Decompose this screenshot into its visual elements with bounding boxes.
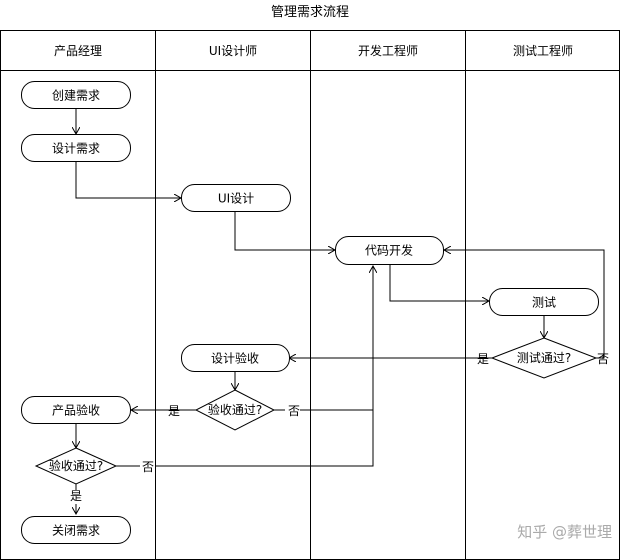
edge-label-lines: [75, 357, 492, 490]
label-design-accept-yes: 是: [168, 404, 180, 418]
node-test: 测试: [489, 288, 599, 316]
node-design-acceptance: 设计验收: [181, 344, 290, 372]
node-code-development: 代码开发: [335, 236, 444, 265]
diagram-title: 管理需求流程: [271, 5, 349, 20]
label-design-accept-no: 否: [288, 404, 300, 418]
lane-header-tester: 测试工程师: [513, 43, 573, 58]
node-create-requirement: 创建需求: [21, 81, 131, 109]
arrow-accept2-fail-to-code-dev: [156, 410, 374, 467]
decision-design-accept-passed-label: 验收通过?: [208, 402, 262, 417]
node-design-requirement: 设计需求: [21, 134, 131, 162]
arrow-design-req-to-ui-design: [75, 162, 181, 198]
node-create-requirement-label: 创建需求: [52, 89, 100, 103]
node-product-acceptance-label: 产品验收: [52, 403, 100, 418]
lane-header-ui-designer: UI设计师: [209, 44, 257, 58]
node-ui-design: UI设计: [181, 184, 291, 212]
decision-product-accept-passed-label: 验收通过?: [49, 458, 103, 473]
node-product-acceptance: 产品验收: [21, 396, 131, 424]
arrow-code-dev-to-test: [389, 264, 489, 301]
node-close-requirement: 关闭需求: [21, 516, 131, 544]
node-code-development-label: 代码开发: [365, 243, 413, 258]
lane-header-product-manager: 产品经理: [54, 44, 102, 58]
node-design-requirement-label: 设计需求: [52, 142, 100, 156]
arrow-ui-design-to-code-dev: [234, 212, 335, 250]
label-product-accept-no: 否: [142, 460, 154, 474]
node-close-requirement-label: 关闭需求: [52, 524, 100, 538]
decision-test-passed: 测试通过?: [490, 337, 598, 379]
label-test-yes: 是: [477, 352, 489, 366]
node-test-label: 测试: [532, 295, 556, 310]
lane-header-developer: 开发工程师: [358, 43, 418, 58]
connectors: [75, 109, 605, 514]
node-ui-design-label: UI设计: [218, 192, 254, 206]
decision-product-accept-passed: 验收通过?: [34, 447, 118, 485]
arrow-test-fail-to-code-dev: [444, 250, 605, 359]
decision-test-passed-label: 测试通过?: [517, 350, 571, 365]
watermark: 知乎 @葬世理: [517, 523, 612, 541]
node-design-acceptance-label: 设计验收: [211, 351, 259, 366]
label-test-no: 否: [597, 352, 609, 366]
label-product-accept-yes: 是: [70, 489, 82, 503]
decision-design-accept-passed: 验收通过?: [194, 389, 276, 431]
